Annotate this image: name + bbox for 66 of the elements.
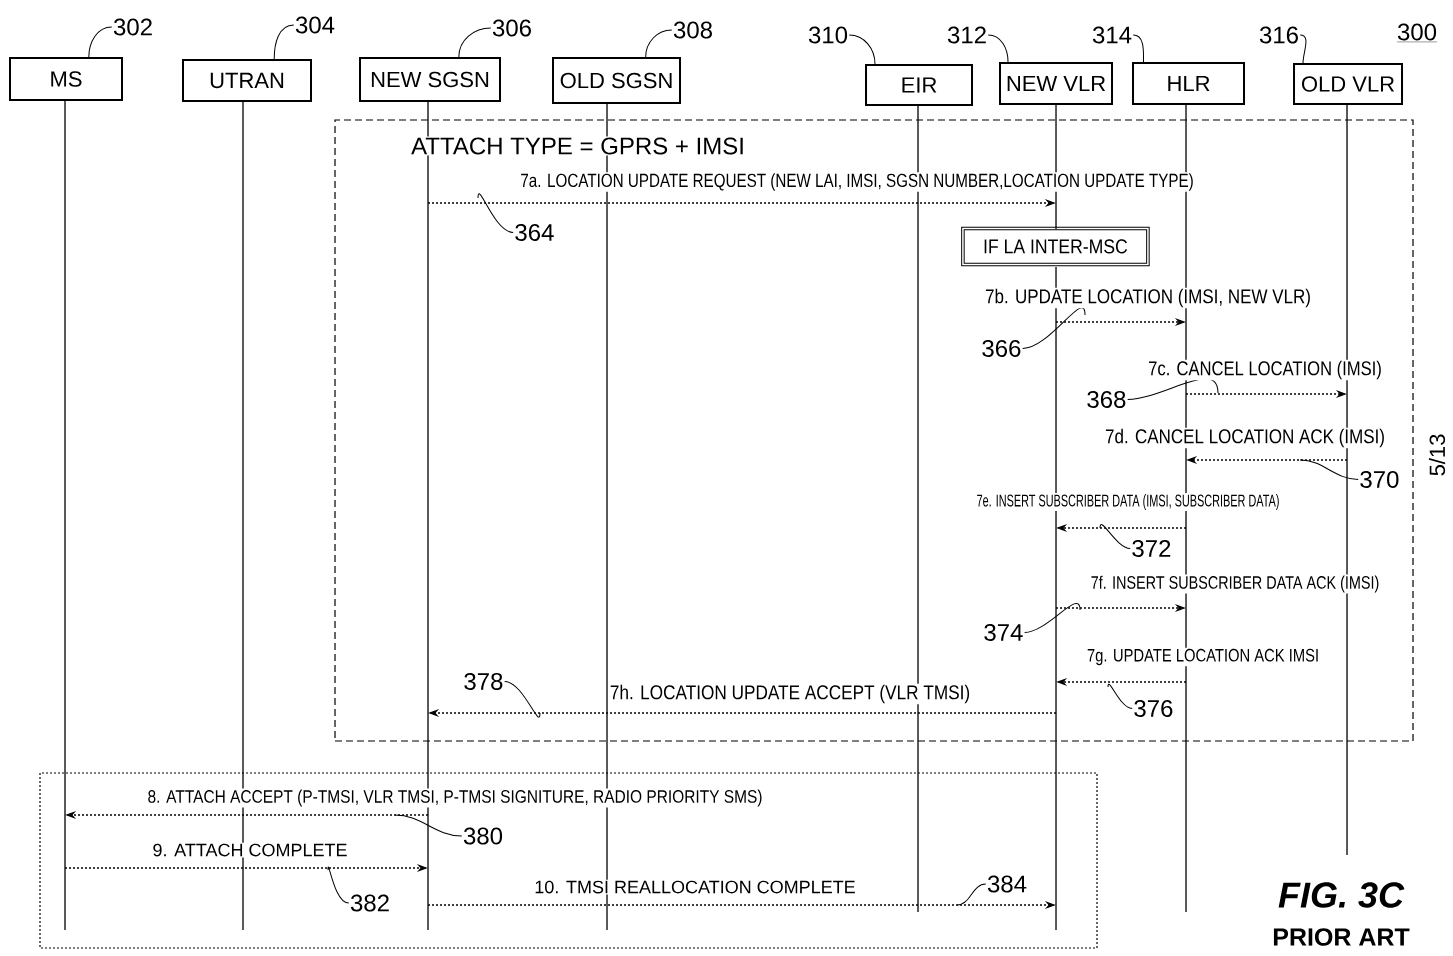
leader-line [1024,603,1081,633]
leader-line [848,34,876,65]
leader-line [1099,524,1131,549]
leader-line [987,34,1009,63]
participant-box: OLD VLR [1293,63,1403,105]
leader-line [1127,378,1219,400]
participant-box: MS [9,57,123,101]
leader-line [956,883,987,906]
reference-numeral: 380 [462,826,505,846]
reference-numeral: 304 [295,16,335,34]
message-label: 7e. INSERT SUBSCRIBER DATA (IMSI, SUBSCRIBER DATA) [975,493,1281,511]
figure-title: FIG. 3C [1278,882,1405,908]
reference-numeral: 312 [947,26,986,44]
reference-numeral: 384 [986,874,1029,894]
message-label: 7g. UPDATE LOCATION ACK IMSI [1085,647,1321,667]
frame-heading: ATTACH TYPE = GPRS + IMSI [410,136,746,156]
reference-numeral: 370 [1358,469,1401,489]
message-label: 7d. CANCEL LOCATION ACK (IMSI) [1104,427,1386,449]
leader-line [394,814,463,837]
reference-numeral: 378 [462,671,505,691]
leader-line [1022,307,1086,349]
reference-numeral: 364 [513,222,556,242]
participant-box: OLD SGSN [552,57,681,104]
leader-line [504,680,541,718]
leader-line [458,27,492,58]
condition-box: IF LA INTER-MSC [961,226,1150,267]
figure-numeral: 300 [1396,23,1438,43]
reference-numeral: 302 [113,18,152,36]
message-label: 7c. CANCEL LOCATION (IMSI) [1147,359,1383,381]
leader-line [327,866,350,904]
lifeline [917,106,919,912]
message-label: 7a. LOCATION UPDATE REQUEST (NEW LAI, IMSI, SGSN NUMBER,LOCATION UPDATE TYPE) [519,172,1195,192]
leader-line [88,26,113,58]
participant-box: HLR [1132,62,1245,105]
leader-line [1107,683,1133,709]
reference-numeral: 316 [1259,26,1298,44]
leader-line [1299,34,1307,64]
reference-numeral: 306 [492,19,531,37]
figure-note: PRIOR ART [1273,928,1410,946]
lifeline [242,102,244,930]
reference-numeral: 376 [1132,698,1175,718]
reference-numeral: 372 [1130,538,1173,558]
leader-line [1299,459,1359,480]
reference-numeral: 314 [1092,26,1132,44]
leader-line [1132,34,1145,63]
reference-numeral: 308 [673,21,712,39]
sheet-number: 5/13 [1428,434,1446,476]
reference-numeral: 310 [808,26,848,44]
reference-numeral: 366 [980,338,1023,358]
message-label: 7h. LOCATION UPDATE ACCEPT (VLR TMSI) [608,683,972,705]
participant-box: EIR [865,64,973,106]
reference-numeral: 374 [982,622,1025,642]
message-label: 10. TMSI REALLOCATION COMPLETE [533,879,857,895]
message-label: 8. ATTACH ACCEPT (P-TMSI, VLR TMSI, P-TMSI SIGNITURE, RADIO PRIORITY SMS) [146,788,764,808]
message-label: 7f. INSERT SUBSCRIBER DATA ACK (IMSI) [1089,574,1381,594]
reference-numeral: 368 [1085,389,1128,409]
participant-box: UTRAN [182,59,312,102]
leader-line [273,24,295,60]
leader-line [477,193,514,233]
message-label: 7b. UPDATE LOCATION (IMSI, NEW VLR) [984,287,1312,309]
participant-box: NEW VLR [999,62,1113,105]
message-label: 9. ATTACH COMPLETE [151,842,349,858]
participant-box: NEW SGSN [359,57,501,102]
lifeline [606,104,608,930]
leader-line [645,29,673,58]
reference-numeral: 382 [349,893,392,913]
